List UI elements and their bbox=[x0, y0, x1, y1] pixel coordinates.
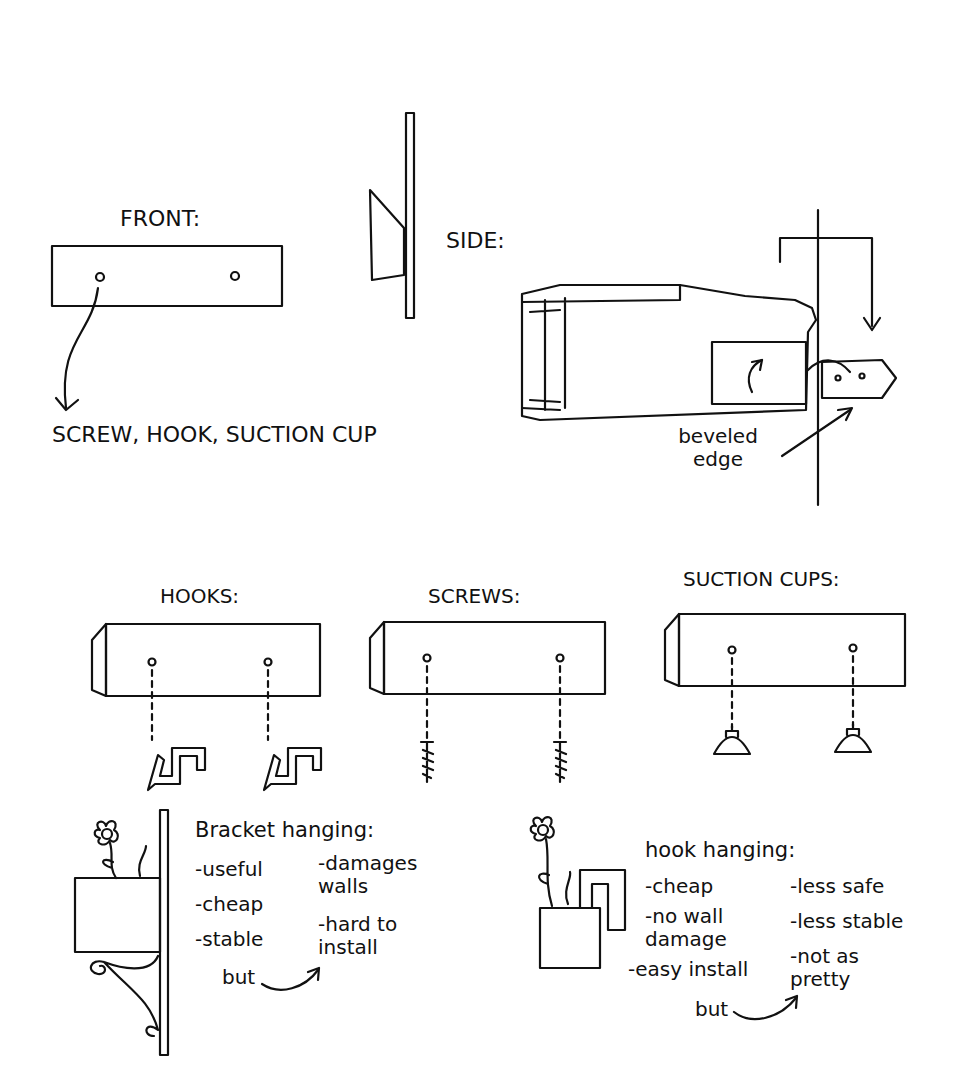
hole bbox=[836, 376, 841, 381]
pro-item: -no wall damage bbox=[645, 905, 745, 951]
arrow-head bbox=[864, 318, 880, 330]
flower-center bbox=[538, 825, 548, 835]
bracket-profile bbox=[370, 190, 404, 280]
shelf-front bbox=[384, 622, 605, 694]
motion-curve bbox=[808, 360, 850, 372]
but-arrow bbox=[262, 970, 318, 990]
method-heading: hook hanging: bbox=[645, 838, 795, 862]
view-heading: SIDE: bbox=[446, 228, 505, 253]
arrow-head bbox=[56, 398, 78, 410]
flower-stem bbox=[539, 839, 570, 906]
pro-item: -cheap bbox=[195, 893, 263, 916]
pro-item: -easy install bbox=[628, 958, 748, 981]
wall-board bbox=[406, 113, 414, 318]
over-hook bbox=[580, 870, 625, 930]
hole bbox=[231, 272, 239, 280]
dashed-guide bbox=[426, 666, 428, 740]
flower-petals bbox=[95, 821, 118, 844]
connector-word: but bbox=[695, 998, 728, 1021]
hole bbox=[96, 273, 104, 281]
hole bbox=[557, 655, 564, 662]
connector-word: but bbox=[222, 966, 255, 989]
option-heading: SCREWS: bbox=[428, 585, 520, 608]
planter-box bbox=[75, 878, 160, 952]
con-item: -less stable bbox=[790, 910, 903, 933]
planter-box bbox=[540, 908, 600, 968]
parts-note: SCREW, HOOK, SUCTION CUP bbox=[52, 422, 377, 447]
screw-part bbox=[421, 742, 433, 782]
frame-recess bbox=[712, 342, 806, 404]
dashed-guide bbox=[731, 658, 733, 728]
con-item: -damages walls bbox=[318, 852, 443, 898]
con-item: -hard to install bbox=[318, 913, 443, 959]
method-heading: Bracket hanging: bbox=[195, 818, 374, 842]
hook-part bbox=[148, 748, 205, 790]
leader-arrow bbox=[782, 410, 850, 456]
shelf-front bbox=[679, 614, 905, 686]
dashed-guide bbox=[151, 670, 153, 740]
hole bbox=[729, 647, 736, 654]
flower-center bbox=[102, 829, 112, 839]
pro-item: -stable bbox=[195, 928, 263, 951]
wall-post bbox=[160, 810, 168, 1055]
option-heading: SUCTION CUPS: bbox=[683, 568, 840, 591]
hole bbox=[860, 374, 865, 379]
flower-stem bbox=[103, 843, 146, 878]
hang-arrow bbox=[780, 238, 872, 326]
scroll-bracket bbox=[91, 956, 158, 1036]
con-item: -less safe bbox=[790, 875, 884, 898]
view-heading: FRONT: bbox=[120, 206, 200, 231]
shelf-side bbox=[370, 622, 384, 694]
frame-molding bbox=[522, 285, 816, 420]
dashed-guide bbox=[267, 670, 269, 740]
dashed-guide bbox=[559, 666, 561, 740]
shelf-side bbox=[92, 624, 106, 696]
screw-part bbox=[554, 742, 566, 782]
but-arrow bbox=[734, 998, 796, 1019]
pro-item: -useful bbox=[195, 858, 263, 881]
arrow-head bbox=[752, 360, 762, 370]
hole bbox=[850, 645, 857, 652]
option-heading: HOOKS: bbox=[160, 585, 239, 608]
hole bbox=[265, 659, 272, 666]
dashed-guide bbox=[852, 656, 854, 726]
flower-petals bbox=[531, 817, 554, 840]
wall-line bbox=[817, 210, 819, 505]
hook-part bbox=[264, 748, 321, 790]
shelf-front bbox=[106, 624, 320, 696]
shelf-side bbox=[665, 614, 679, 686]
arrow-head bbox=[786, 996, 797, 1008]
suction-cup bbox=[714, 726, 750, 754]
curved-arrow bbox=[749, 360, 762, 392]
con-item: -not as pretty bbox=[790, 945, 890, 991]
arrow-head bbox=[838, 408, 852, 420]
pro-item: -cheap bbox=[645, 875, 713, 898]
leader-arrow bbox=[65, 288, 98, 408]
hole bbox=[424, 655, 431, 662]
wall-bracket bbox=[822, 360, 896, 398]
hole bbox=[149, 659, 156, 666]
suction-cup bbox=[835, 724, 871, 752]
molding-lines bbox=[522, 285, 680, 410]
arrow-head bbox=[308, 968, 319, 980]
callout-label: beveled edge bbox=[668, 425, 768, 471]
front-plate bbox=[52, 246, 282, 306]
